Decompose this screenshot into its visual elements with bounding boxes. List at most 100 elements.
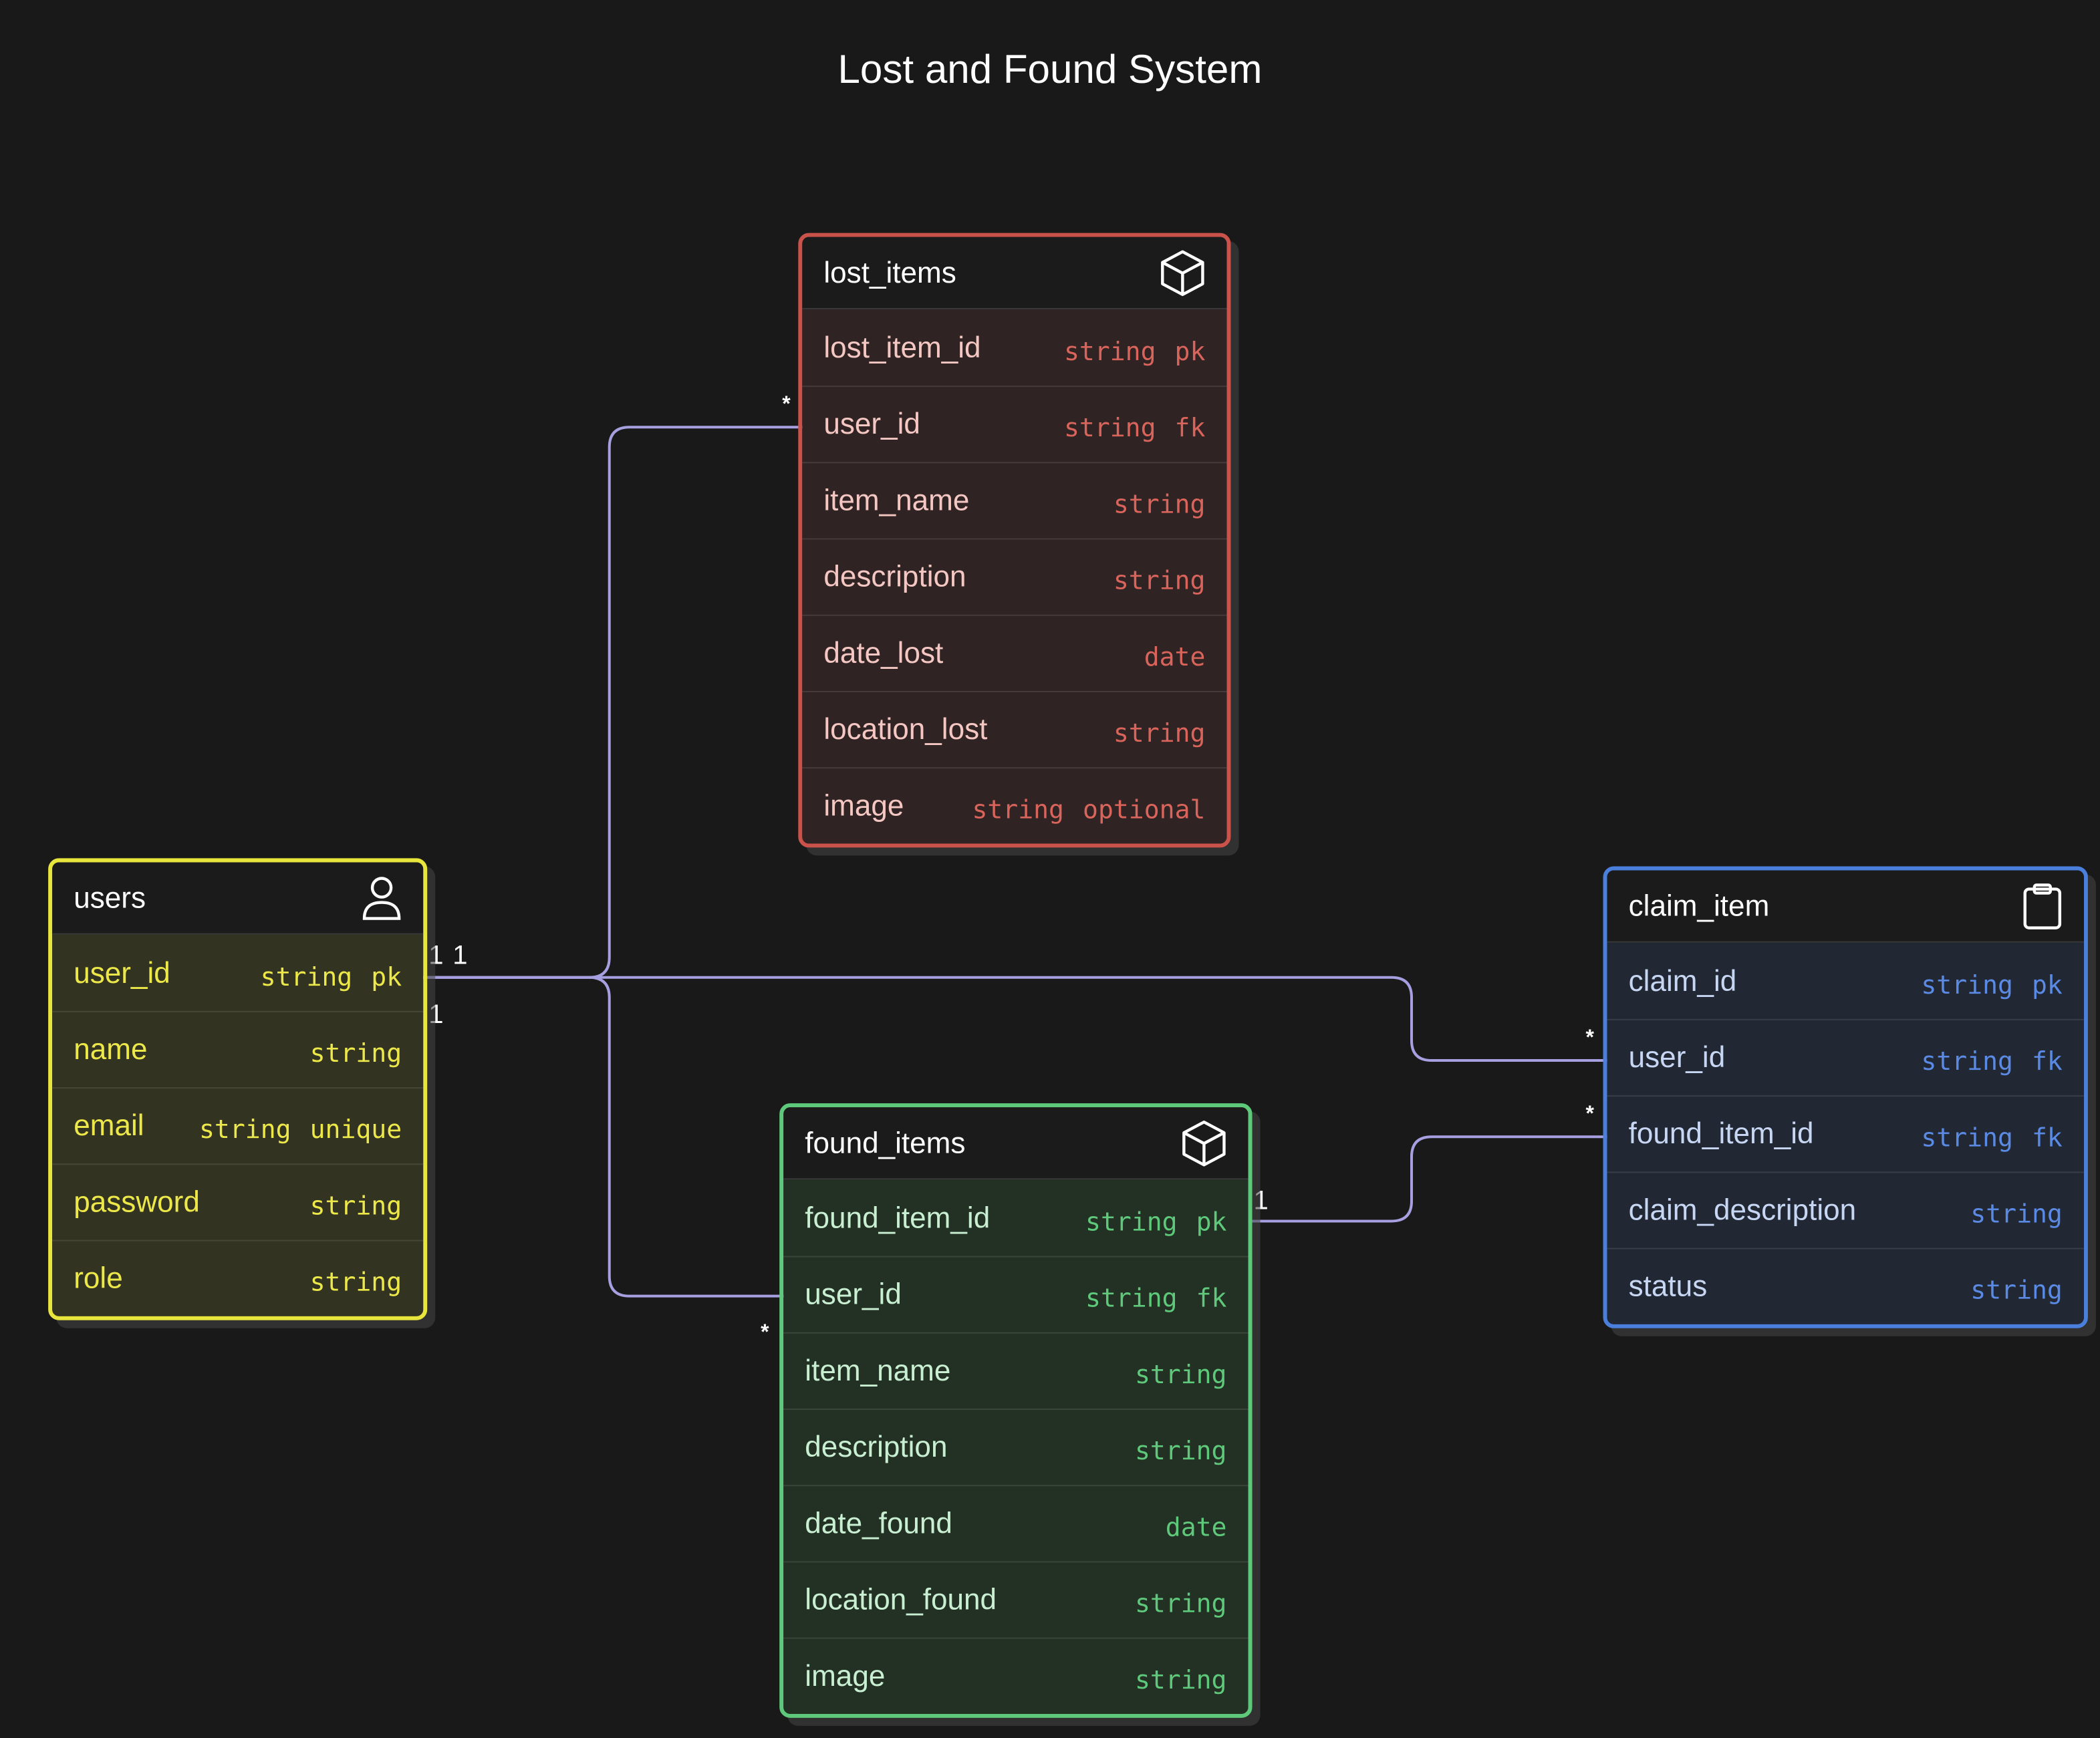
cardinality-users-found: 1 [428,1000,444,1030]
field-type: string [1921,970,2013,1000]
field-row: role string [52,1240,424,1316]
field-name: item_name [823,483,970,517]
field-type: string [1134,1360,1227,1390]
clipboard-icon [2022,882,2063,930]
entity-name: users [74,880,146,914]
cardinality-lost-user: * [782,394,791,417]
field-row: description string [802,538,1227,615]
field-name: date_found [805,1506,952,1540]
field-key: pk [2031,970,2063,1000]
user-icon [362,875,402,920]
edge-users-lost_items [415,426,805,979]
field-type: string [1921,1046,2013,1077]
field-row: location_lost string [802,690,1227,767]
field-key: pk [371,962,402,992]
field-name: name [74,1032,148,1066]
field-type: string [1063,414,1156,444]
field-key: fk [1174,414,1206,444]
field-name: role [74,1261,123,1295]
field-type: string [309,1038,402,1069]
cardinality-claim-found: * [1585,1103,1594,1127]
entity-name: claim_item [1628,888,1770,922]
field-name: image [805,1658,886,1693]
entity-header: lost_items [802,237,1227,309]
field-key: pk [1174,336,1206,367]
field-row: date_found date [783,1485,1249,1561]
entity-name: found_items [805,1125,966,1159]
field-name: user_id [1628,1040,1726,1074]
field-row: name string [52,1010,424,1087]
cube-icon [1181,1119,1226,1167]
field-type: date [1165,1513,1227,1543]
field-name: date_lost [823,635,944,670]
field-type: string [1085,1284,1178,1314]
cardinality-users-claim: 1 [452,941,468,971]
cardinality-users-lost: 1 [428,941,444,971]
field-type: string [260,962,353,992]
field-type: string [309,1268,402,1298]
field-name: claim_description [1628,1193,1857,1227]
field-type: string [1970,1276,2063,1306]
field-name: location_lost [823,712,988,746]
field-name: description [823,559,966,593]
field-name: found_item_id [805,1200,991,1234]
entity-header: found_items [783,1107,1249,1180]
field-type: string [1921,1123,2013,1153]
entity-name: lost_items [823,255,956,289]
field-row: item_name string [802,462,1227,538]
edge-found_items-claim_item [1238,1135,1610,1223]
field-name: status [1628,1269,1708,1303]
field-type: string [1063,336,1156,367]
field-key: fk [1196,1284,1227,1314]
field-row: claim_id string pk [1607,943,2084,1019]
cardinality-found-claim: 1 [1253,1186,1269,1216]
field-name: image [823,788,904,823]
field-row: lost_item_id string pk [802,309,1226,386]
field-key: pk [1196,1207,1227,1237]
field-type: string [1134,1589,1227,1619]
field-row: found_item_id string pk [783,1179,1248,1256]
edge-users-found_items [415,976,787,1298]
field-type: string [1113,719,1206,749]
cardinality-found-user: * [761,1321,769,1344]
field-type: string [1113,566,1206,596]
entity-header: users [52,862,424,935]
field-row: status string [1607,1248,2084,1324]
entity-header: claim_item [1607,870,2084,943]
field-type: string [1134,1437,1227,1467]
edge-users-claim_item [415,976,1610,1062]
field-key: unique [309,1115,402,1145]
field-type: string [1134,1665,1227,1695]
field-name: found_item_id [1628,1117,1814,1151]
field-type: date [1144,642,1206,672]
field-name: description [805,1430,948,1464]
diagram-title: Lost and Found System [837,48,1263,93]
field-name: location_found [805,1582,997,1616]
field-type: string [1085,1207,1178,1237]
field-name: lost_item_id [823,329,981,364]
field-row: date_lost date [802,614,1227,691]
field-key: fk [2031,1046,2063,1077]
field-key: optional [1083,795,1206,825]
field-name: item_name [805,1353,951,1387]
field-type: string [1113,490,1206,520]
cube-icon [1160,249,1205,297]
field-row: user_id string fk [1607,1018,2084,1095]
field-name: password [74,1185,200,1219]
field-name: claim_id [1628,963,1737,997]
field-name: email [74,1109,144,1143]
field-row: image string [783,1637,1249,1714]
